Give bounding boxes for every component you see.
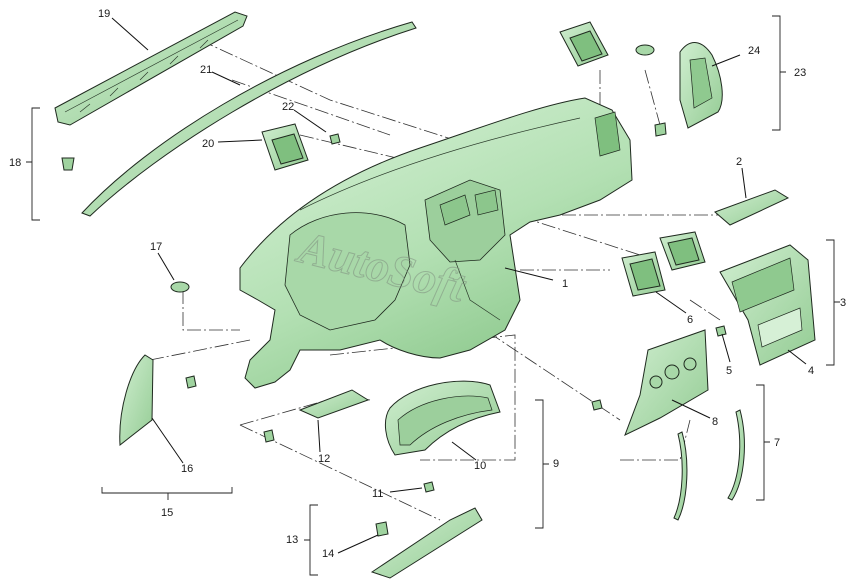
callout-11: 11	[372, 488, 383, 500]
clip-12-small	[263, 429, 275, 443]
clip-11	[423, 481, 435, 493]
callout-2: 2	[736, 156, 742, 168]
callout-7: 7	[774, 437, 780, 449]
leader-lines	[111, 17, 807, 554]
part-12-flat-panel	[298, 389, 370, 419]
callout-23: 23	[794, 67, 806, 79]
part-20-air-vent	[261, 123, 309, 171]
part-8-control-panel	[624, 329, 709, 436]
part-1-dashboard-panel	[239, 97, 633, 389]
callout-13: 13	[286, 534, 298, 546]
callout-17: 17	[150, 241, 162, 253]
part-14-lower-trim	[370, 507, 483, 579]
clip-18	[61, 157, 75, 171]
clip-16	[185, 375, 197, 389]
part-4-center-bezel	[719, 244, 816, 366]
callout-6: 6	[687, 314, 693, 326]
callout-16: 16	[181, 463, 193, 475]
callout-1: 1	[562, 278, 568, 290]
part-6-air-vents	[621, 231, 706, 297]
round-plug	[635, 44, 655, 56]
callout-14: 14	[322, 548, 334, 560]
callout-10: 10	[474, 460, 486, 472]
callout-21: 21	[200, 64, 212, 76]
callout-8: 8	[712, 416, 718, 428]
callout-4: 4	[808, 365, 814, 377]
callout-15: 15	[161, 507, 173, 519]
callout-18: 18	[9, 157, 21, 169]
callout-labels: 1 2 3 4 5 6 7 8 9 10 11 12 13 14 15 16 1…	[9, 8, 846, 560]
clip-8-small	[591, 399, 603, 411]
callout-5: 5	[726, 365, 732, 377]
clip-23-small	[654, 122, 667, 137]
callout-20: 20	[202, 138, 214, 150]
callout-12: 12	[318, 453, 330, 465]
callout-19: 19	[98, 8, 110, 20]
upper-right-air-vent	[559, 21, 609, 67]
part-16-end-panel	[119, 354, 154, 446]
callout-22: 22	[282, 101, 294, 113]
group-brackets	[26, 15, 840, 576]
part-19-defroster-strip	[54, 11, 248, 126]
callout-3: 3	[840, 297, 846, 309]
part-24-end-cap	[679, 42, 723, 129]
clip-5	[715, 325, 727, 337]
part-2-lid	[714, 189, 790, 226]
part-17-plug	[170, 281, 190, 293]
part-21-trim-strip	[81, 21, 417, 217]
part-7-side-trims	[673, 409, 745, 521]
part-10-cluster-hood	[384, 380, 501, 456]
callout-24: 24	[748, 45, 760, 57]
clip-22	[329, 133, 341, 145]
callout-9: 9	[553, 458, 559, 470]
